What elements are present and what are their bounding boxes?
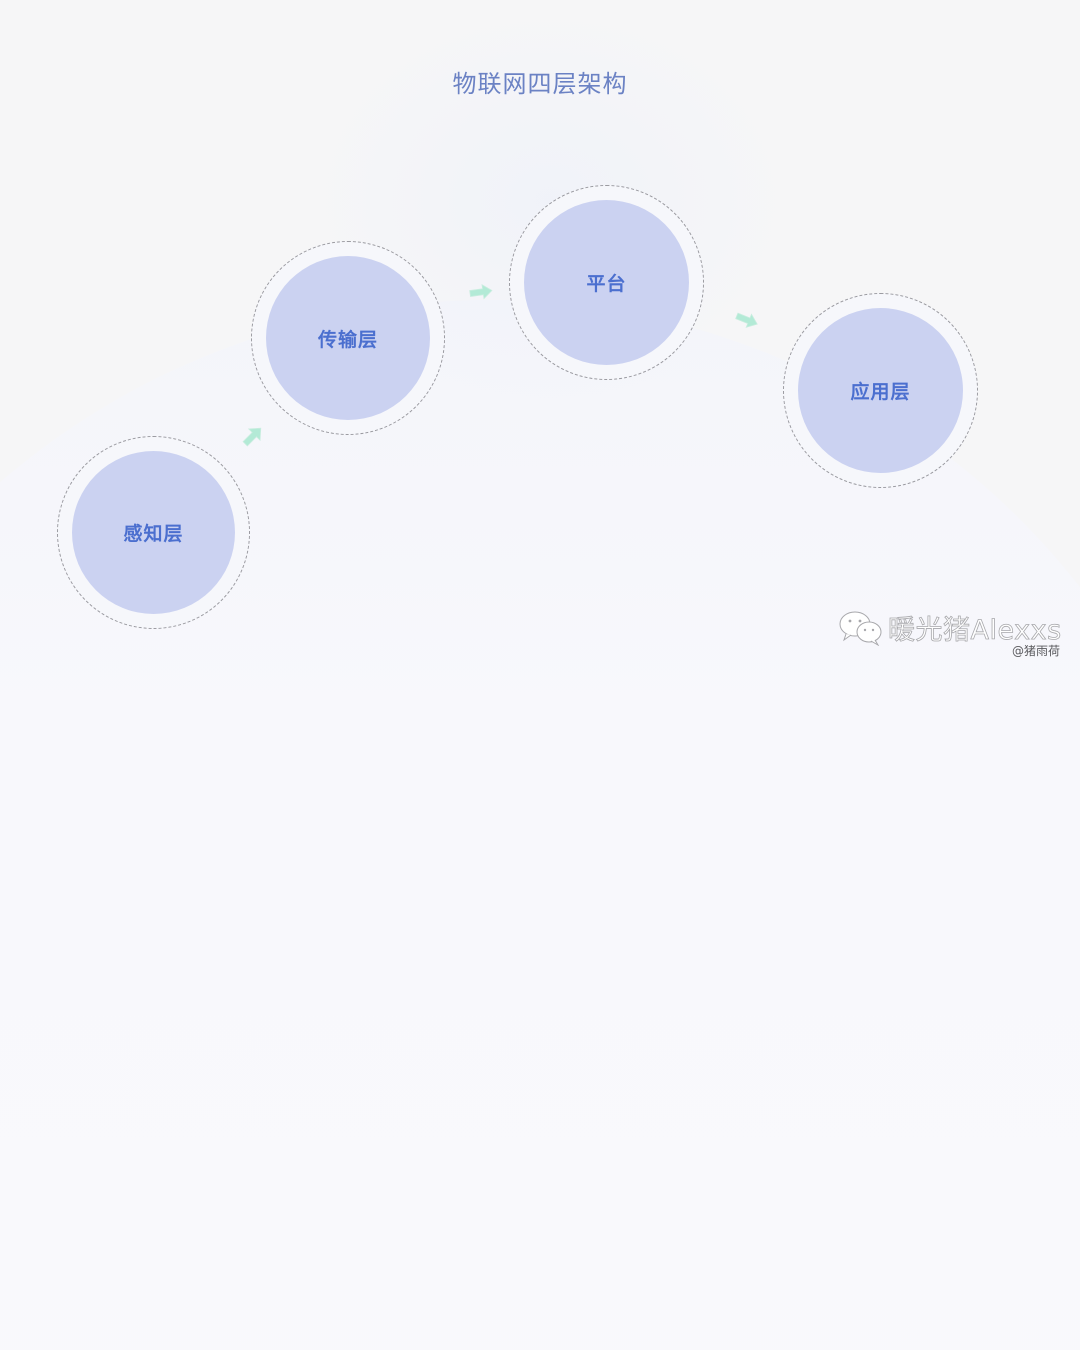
watermark-account: 暖光猪Alexxs bbox=[888, 615, 1062, 647]
node-circle: 平台 bbox=[524, 200, 689, 365]
node-transport-layer: 传输层 bbox=[251, 241, 445, 435]
watermark-author: @猪雨荷 bbox=[1012, 644, 1061, 658]
wechat-icon bbox=[839, 611, 882, 646]
node-perception-layer: 感知层 bbox=[57, 436, 250, 629]
node-label: 传输层 bbox=[317, 328, 378, 351]
node-application-layer: 应用层 bbox=[783, 293, 978, 488]
node-circle: 感知层 bbox=[72, 451, 235, 614]
node-label: 应用层 bbox=[850, 381, 911, 403]
node-circle: 传输层 bbox=[266, 256, 430, 420]
node-platform: 平台 bbox=[509, 185, 704, 380]
node-label: 平台 bbox=[586, 273, 627, 295]
arrow-up-right-icon bbox=[242, 427, 262, 447]
arrow-right-icon bbox=[469, 284, 493, 300]
node-label: 感知层 bbox=[123, 523, 184, 545]
watermark: 暖光猪Alexxs bbox=[838, 608, 1062, 647]
diagram-title: 物联网四层架构 bbox=[452, 70, 628, 98]
arrow-down-right-icon bbox=[735, 312, 758, 328]
node-circle: 应用层 bbox=[798, 308, 963, 473]
